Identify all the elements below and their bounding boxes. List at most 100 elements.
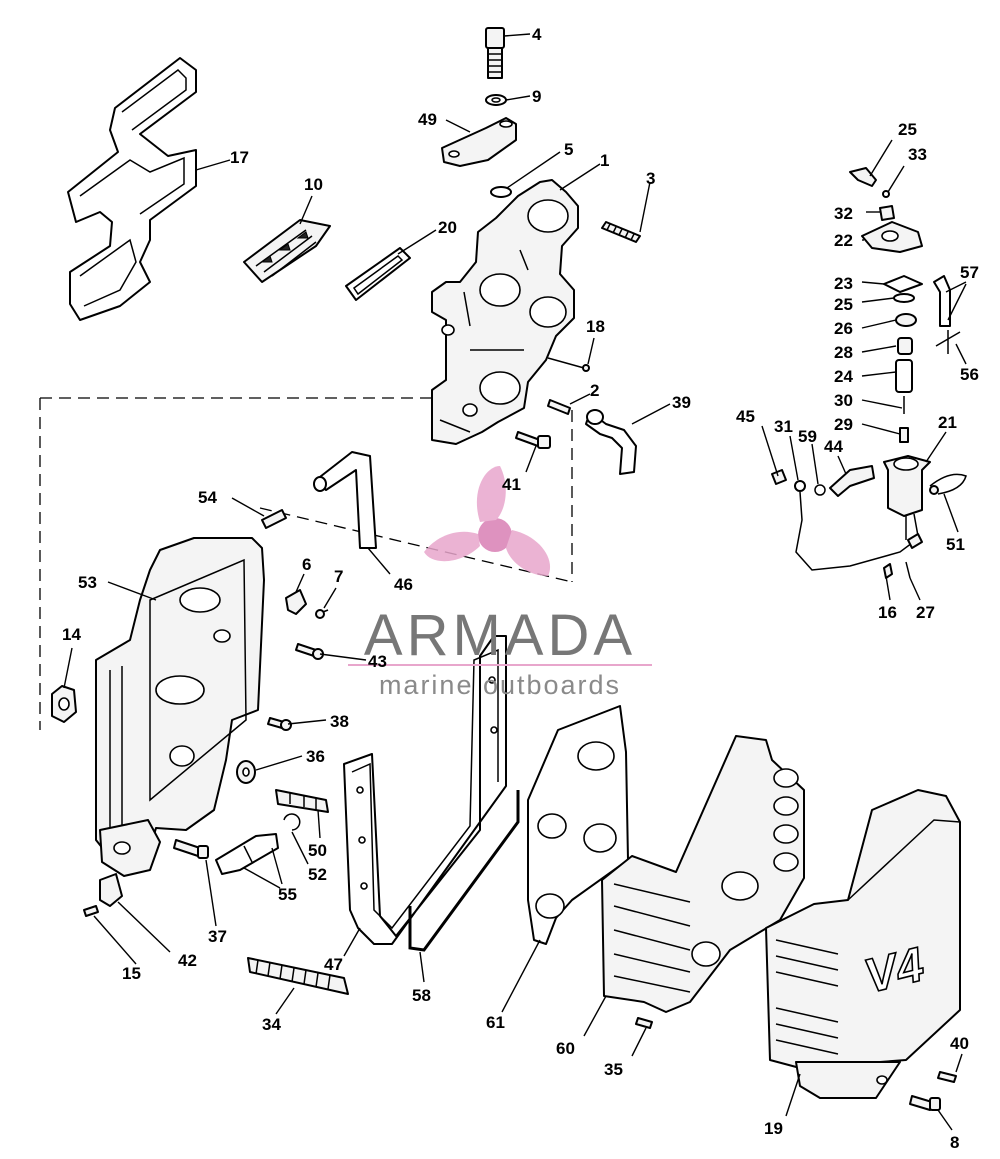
part-23-plate (883, 275, 923, 293)
callout-32: 32 (834, 204, 853, 223)
callout-25b: 25 (834, 295, 853, 314)
callout-10: 10 (304, 175, 323, 194)
callout-52: 52 (308, 865, 327, 884)
part-6-bracket (285, 589, 307, 615)
callout-8: 8 (950, 1133, 959, 1152)
part-18-screw (547, 357, 590, 372)
part-31-wire-harness (794, 480, 923, 571)
part-54-fitting (261, 509, 287, 529)
callout-26: 26 (834, 319, 853, 338)
part-10-reed-block (243, 219, 331, 283)
part-40-screw (937, 1071, 957, 1083)
callout-25a: 25 (898, 120, 917, 139)
part-9-washer (485, 94, 507, 106)
callout-42: 42 (178, 951, 197, 970)
callout-9: 9 (532, 87, 541, 106)
callout-44: 44 (824, 437, 843, 456)
part-32-screw (879, 205, 895, 221)
part-1-manifold (431, 179, 579, 445)
part-14-clip (51, 685, 77, 723)
watermark-divider (348, 664, 652, 666)
part-47-gasket (343, 635, 507, 945)
callout-50: 50 (308, 841, 327, 860)
part-26-spring-cap (895, 313, 917, 327)
part-25-elbow-fitting (849, 167, 877, 187)
leader-lines (63, 33, 967, 1131)
watermark-brand: ARMADA (364, 603, 636, 668)
callout-57: 57 (960, 263, 979, 282)
watermark-tagline: marine outboards (379, 670, 621, 700)
part-46-hose (313, 451, 377, 549)
part-21-solenoid (883, 455, 931, 540)
part-58-seal-strip (408, 790, 520, 952)
callout-1: 1 (600, 151, 609, 170)
part-7-screw (315, 609, 329, 619)
callout-35: 35 (604, 1060, 623, 1079)
part-50-fitting (275, 789, 329, 813)
part-15-screw (83, 905, 99, 917)
callout-55: 55 (278, 885, 297, 904)
part-5-washer (490, 186, 512, 198)
part-3-stud (601, 221, 641, 243)
callout-18: 18 (586, 317, 605, 336)
part-52-clip (283, 813, 301, 831)
part-60-inner-plate (601, 735, 805, 1013)
part-36-grommet (236, 760, 256, 784)
part-49-bracket (441, 117, 517, 167)
part-34-spring (247, 957, 349, 995)
callout-15: 15 (122, 964, 141, 983)
part-27-terminal (905, 561, 911, 579)
part-16-screw (883, 563, 893, 579)
callout-3: 3 (646, 169, 655, 188)
callout-49: 49 (418, 110, 437, 129)
callout-59: 59 (798, 427, 817, 446)
part-28-spring (897, 337, 913, 355)
part-20-gasket (345, 247, 411, 301)
part-17-intake-gasket (67, 57, 197, 321)
callout-23: 23 (834, 274, 853, 293)
callout-54: 54 (198, 488, 217, 507)
callout-19: 19 (764, 1119, 783, 1138)
part-44-bracket (829, 465, 875, 497)
part-61-gasket (527, 705, 629, 945)
part-25-diaphragm (893, 293, 915, 303)
callout-30: 30 (834, 391, 853, 410)
callout-41: 41 (502, 475, 521, 494)
part-41-bolt (515, 431, 551, 449)
callout-7: 7 (334, 567, 343, 586)
part-8-screw (909, 1095, 941, 1111)
callout-45: 45 (736, 407, 755, 426)
callout-14: 14 (62, 625, 81, 644)
part-37-screw (173, 839, 209, 859)
part-39-hose (585, 409, 637, 475)
callout-53: 53 (78, 573, 97, 592)
part-38-screw (267, 717, 292, 731)
part-53-adapter-plate (95, 537, 265, 877)
callout-39: 39 (672, 393, 691, 412)
part-57-hose (933, 275, 951, 327)
part-55-hose (215, 833, 279, 875)
part-4-bolt (485, 27, 505, 79)
callout-36: 36 (306, 747, 325, 766)
callout-28: 28 (834, 343, 853, 362)
part-43-screw (295, 643, 324, 660)
callout-31: 31 (774, 417, 793, 436)
callout-60: 60 (556, 1039, 575, 1058)
callout-56: 56 (960, 365, 979, 384)
callout-22: 22 (834, 231, 853, 250)
callout-20: 20 (438, 218, 457, 237)
callout-46: 46 (394, 575, 413, 594)
callout-21: 21 (938, 413, 957, 432)
callout-33: 33 (908, 145, 927, 164)
part-42-block (99, 873, 123, 907)
part-35-screw (635, 1017, 653, 1029)
callout-labels: 4 9 49 5 1 3 17 10 20 18 2 39 41 54 46 5… (62, 25, 979, 1152)
part-24-plunger (895, 359, 913, 393)
callout-51: 51 (946, 535, 965, 554)
callout-47: 47 (324, 955, 343, 974)
part-33-o-ring (882, 190, 890, 198)
callout-61: 61 (486, 1013, 505, 1032)
assembly-dashed-outline (39, 397, 573, 730)
callout-27: 27 (916, 603, 935, 622)
